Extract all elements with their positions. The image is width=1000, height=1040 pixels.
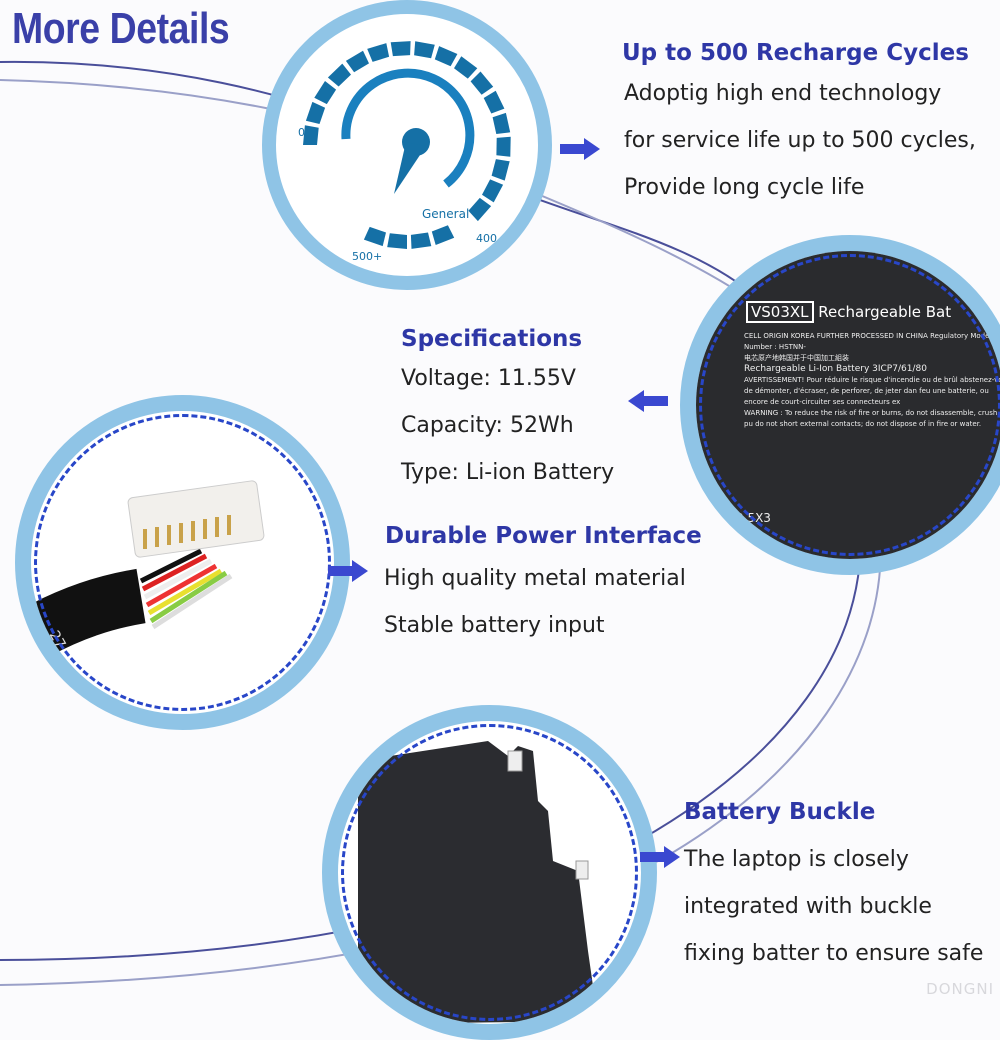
arrow-right-icon: [328, 560, 368, 582]
gauge-segment: [410, 232, 432, 249]
interface-line: Stable battery input: [384, 613, 605, 638]
gauge-segment: [482, 179, 504, 203]
buckle-line: fixing batter to ensure safe: [684, 941, 984, 966]
gauge-label-400: 400: [476, 232, 497, 245]
spec-line: Capacity: 52Wh: [401, 413, 574, 438]
gauge-circle: 0 General 400 500+: [262, 0, 552, 290]
gauge-segment: [470, 71, 494, 95]
buckle-line: The laptop is closely: [684, 847, 909, 872]
gauge-label-general: General: [422, 207, 469, 221]
gauge-segment: [414, 41, 435, 59]
gauge-segment: [491, 159, 510, 181]
cycles-heading: Up to 500 Recharge Cycles: [622, 40, 969, 66]
gauge-segment: [303, 125, 319, 145]
gauge-label-min: 0: [298, 126, 305, 139]
buckle-line: integrated with buckle: [684, 894, 932, 919]
watermark: DONGNI: [926, 980, 994, 998]
gauge-segment: [345, 50, 369, 73]
connector-circle: 27: [15, 395, 350, 730]
gauge-segment: [390, 41, 411, 57]
dashed-ring: [341, 724, 638, 1021]
buckle-circle: [322, 705, 657, 1040]
cycles-line: Provide long cycle life: [624, 175, 865, 200]
gauge-segment: [454, 56, 478, 79]
arrow-left-icon: [628, 390, 668, 412]
gauge-segment: [314, 81, 337, 105]
gauge-segment: [496, 136, 511, 157]
spec-line: Type: Li-ion Battery: [401, 460, 615, 485]
dashed-ring: [699, 254, 1000, 556]
arrow-right-icon: [640, 846, 680, 868]
gauge-segment: [327, 63, 351, 87]
cycles-line: for service life up to 500 cycles,: [624, 128, 976, 153]
gauge-segment: [468, 197, 492, 222]
dashed-ring: [34, 414, 331, 711]
page-title: More Details: [12, 4, 230, 53]
gauge-segment: [492, 112, 511, 134]
gauge-segment: [431, 225, 455, 245]
battery-label-circle: VS03XL Rechargeable Bat CELL ORIGIN KORE…: [680, 235, 1000, 575]
specs-heading: Specifications: [401, 326, 583, 352]
gauge-segment: [305, 101, 326, 124]
gauge-icon: 0 General 400 500+: [298, 41, 511, 263]
gauge-segment: [434, 46, 458, 67]
interface-heading: Durable Power Interface: [385, 523, 702, 549]
spec-line: Voltage: 11.55V: [401, 366, 576, 391]
interface-line: High quality metal material: [384, 566, 686, 591]
gauge-segment: [483, 90, 505, 114]
cycles-line: Adoptig high end technology: [624, 81, 942, 106]
arrow-right-icon: [560, 138, 600, 160]
gauge-label-max: 500+: [352, 250, 382, 263]
gauge-segment: [387, 233, 407, 249]
buckle-heading: Battery Buckle: [684, 799, 876, 825]
gauge-segment: [367, 43, 390, 62]
gauge-segment: [363, 226, 386, 247]
